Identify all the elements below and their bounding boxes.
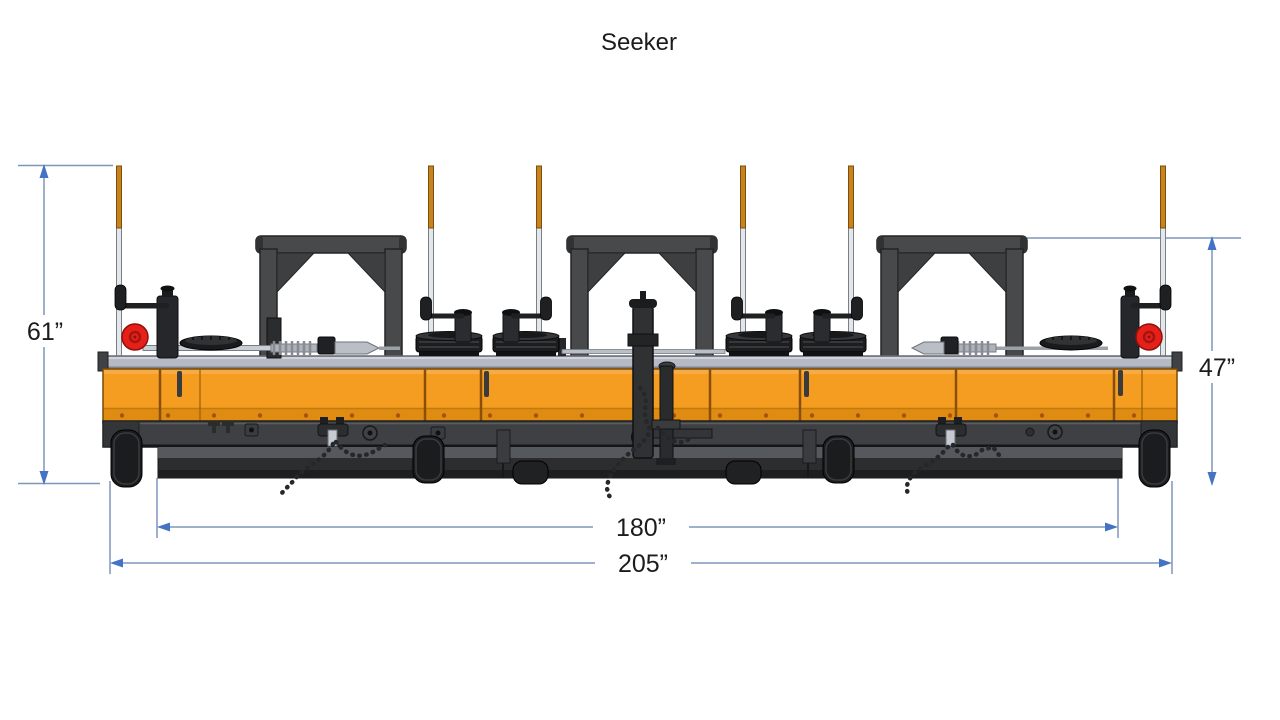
wheel-2 — [412, 435, 445, 484]
winch-3 — [725, 296, 793, 357]
flat-reel-right — [1039, 335, 1103, 351]
grade-pole-1 — [116, 165, 122, 359]
wheel-5 — [822, 435, 855, 484]
machine-drawing — [97, 165, 1183, 500]
grade-pole-6 — [1160, 165, 1166, 359]
dim-180-label: 180” — [616, 514, 666, 542]
dim-61-label: 61” — [27, 318, 63, 346]
safety-chain-right-drop — [904, 444, 951, 497]
winch-4 — [799, 296, 867, 357]
winch-2 — [492, 296, 560, 357]
end-winch-right — [1120, 284, 1172, 359]
safety-chain-left-drape — [333, 439, 388, 458]
winch-1 — [415, 296, 483, 357]
safety-chain-right-drape — [950, 442, 1002, 459]
dim-47-label: 47” — [1199, 354, 1235, 382]
safety-chain-left-drop — [279, 441, 336, 496]
safety-chain-center-hook — [655, 425, 693, 445]
wheel-4 — [725, 460, 762, 485]
wheel-3 — [512, 460, 549, 485]
grade-pole-5 — [848, 165, 854, 359]
red-crank-knob-left — [120, 322, 150, 352]
safety-chains — [279, 385, 1002, 500]
wheel-6 — [1138, 429, 1171, 488]
grade-pole-3 — [536, 165, 542, 359]
grade-pole-2 — [428, 165, 434, 359]
dimension-labels: 61” 47” 180” 205” — [22, 315, 1242, 579]
grade-pole-4 — [740, 165, 746, 359]
page-title: Seeker — [601, 29, 677, 56]
end-winch-left — [114, 284, 179, 359]
latch-pins — [177, 370, 1123, 397]
frame-bolts — [208, 421, 1063, 441]
tow-hitch-left — [317, 417, 349, 447]
tensioner-right — [910, 336, 1108, 355]
panel-seams — [158, 369, 1116, 421]
wheel-1 — [110, 429, 143, 488]
dim-205-label: 205” — [618, 550, 668, 578]
safety-chain-center — [604, 385, 652, 500]
flat-reel-left — [179, 335, 243, 351]
tow-hitch-right — [935, 417, 967, 447]
red-crank-knob-right — [1134, 322, 1164, 352]
